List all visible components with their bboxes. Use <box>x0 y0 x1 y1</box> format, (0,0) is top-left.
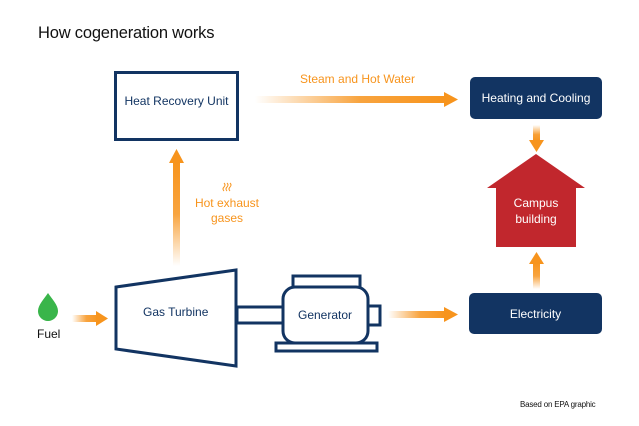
generator-label: Generator <box>298 308 353 322</box>
source-credit: Based on EPA graphic <box>520 400 596 409</box>
diagram-title: How cogeneration works <box>38 24 215 42</box>
gas-turbine-label: Gas Turbine <box>143 305 209 319</box>
heat-recovery-unit-box: Heat Recovery Unit <box>114 71 239 141</box>
generator-shape <box>274 274 382 353</box>
campus-building-label-line1: Campus <box>513 196 559 210</box>
heat-waves-icon <box>222 182 232 192</box>
fuel-drop-icon <box>38 293 58 321</box>
steam-arrow <box>255 92 458 107</box>
campus-building-label-line2: building <box>515 212 557 226</box>
heating-cooling-box: Heating and Cooling <box>470 77 602 119</box>
fuel-arrow <box>72 311 108 326</box>
campus-building-label: Campus building <box>496 195 576 227</box>
exhaust-label-line2: gases <box>210 211 244 225</box>
steam-label: Steam and Hot Water <box>300 72 415 86</box>
exhaust-arrow <box>169 149 184 266</box>
gas-turbine-shape <box>114 268 238 368</box>
heating-to-building-arrow <box>529 125 544 152</box>
shaft <box>235 305 286 325</box>
exhaust-label-line1: Hot exhaust <box>194 196 260 210</box>
electricity-label: Electricity <box>509 306 562 321</box>
campus-building-shape <box>487 154 585 247</box>
generator-to-electricity-arrow <box>388 307 458 322</box>
electricity-to-building-arrow <box>529 252 544 289</box>
heating-cooling-label: Heating and Cooling <box>481 91 591 105</box>
exhaust-label: Hot exhaust gases <box>192 196 262 226</box>
heat-recovery-unit-label: Heat Recovery Unit <box>124 94 229 108</box>
electricity-box: Electricity <box>469 293 602 334</box>
fuel-label: Fuel <box>37 327 61 341</box>
